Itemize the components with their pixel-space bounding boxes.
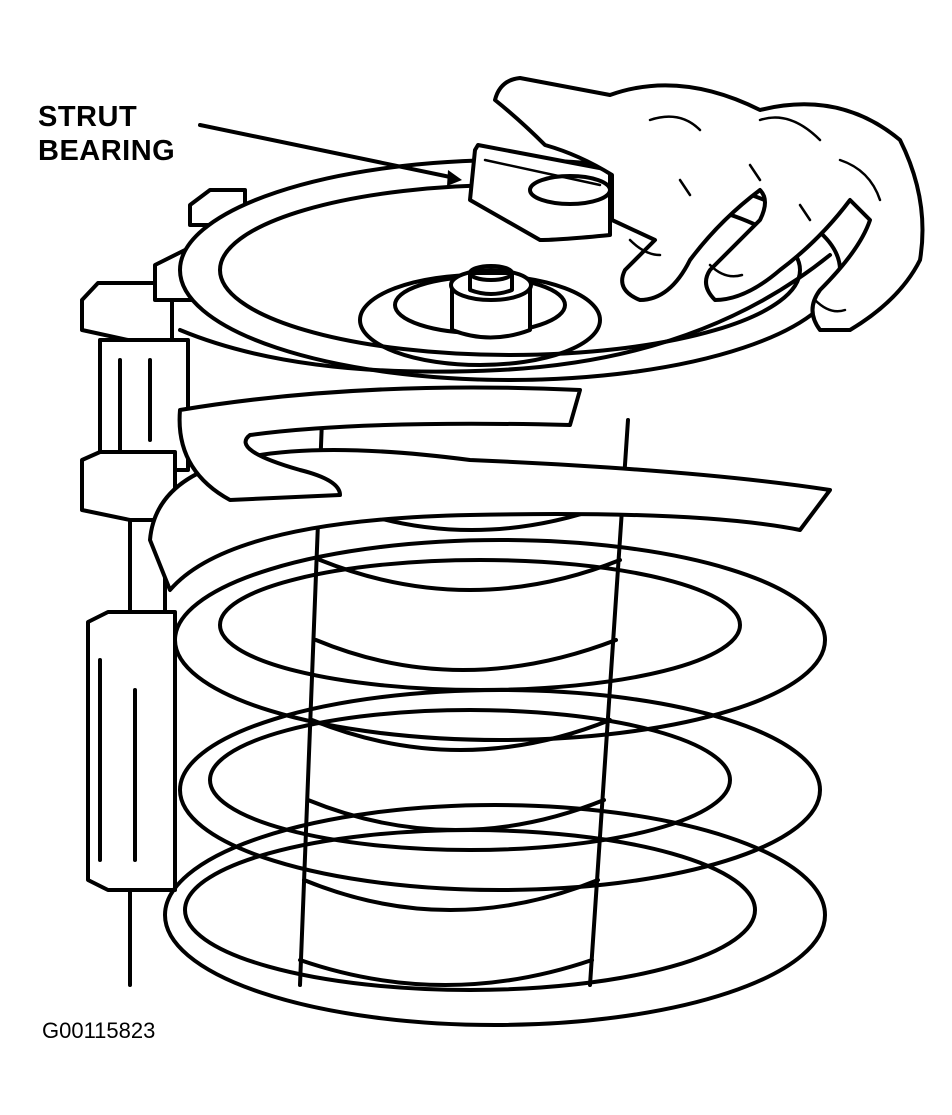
callout-leader — [198, 123, 462, 186]
strut-mount-bracket — [80, 188, 247, 987]
strut-bearing-seat — [358, 264, 602, 367]
coil-spring — [148, 448, 832, 1027]
callout-line-1: STRUT — [38, 101, 138, 133]
callout-line-2: BEARING — [38, 135, 176, 167]
hand — [493, 76, 925, 332]
strut-bearing-label: STRUT BEARING — [38, 100, 175, 168]
figure-id: G00115823 — [42, 1018, 156, 1043]
